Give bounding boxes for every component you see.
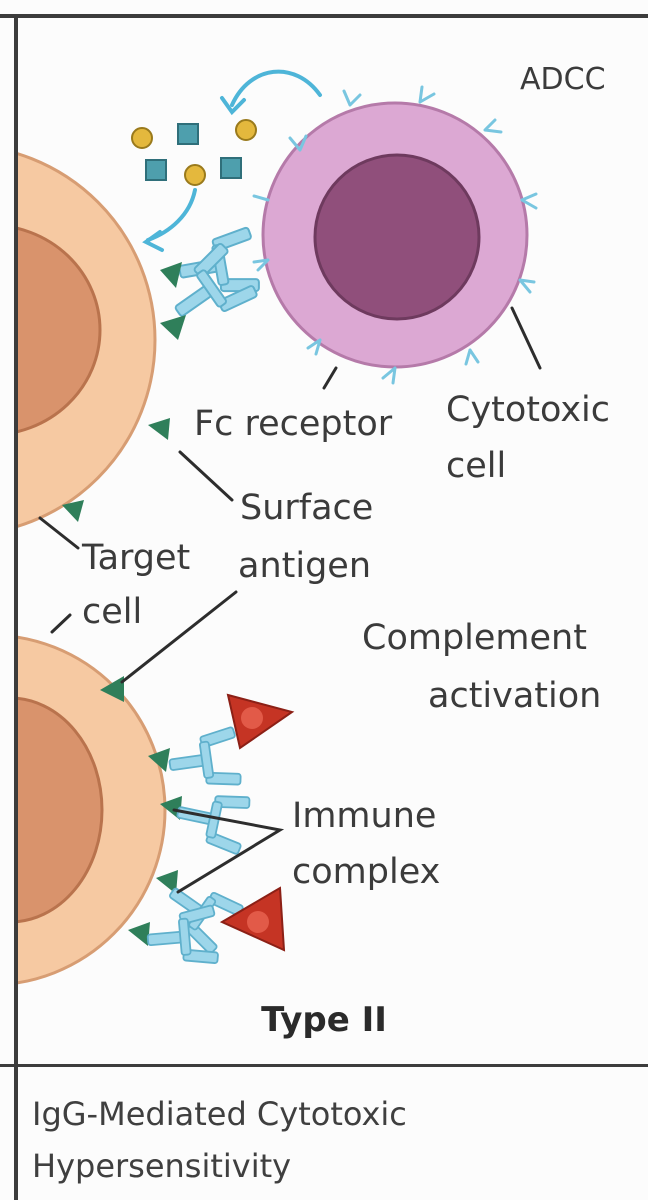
complement-activation-label-line1: Complement <box>362 618 587 658</box>
immune-complex-label-line1: Immune <box>292 796 437 836</box>
caption-line1: IgG-Mediated Cytotoxic <box>32 1095 407 1133</box>
cytotoxic-cell-label-line1: Cytotoxic <box>446 390 611 430</box>
caption-divider <box>0 1064 648 1067</box>
target-cell-label-line2: cell <box>82 592 143 632</box>
adcc-label: ADCC <box>520 62 606 97</box>
left-border <box>14 14 18 1200</box>
immune-complex-label-line2: complex <box>292 852 441 892</box>
target-cell-label-line1: Target <box>82 538 191 578</box>
cytotoxic-cell <box>261 101 529 369</box>
cytotoxic-cell-label-line2: cell <box>446 446 507 486</box>
target-cell-upper <box>18 152 157 528</box>
cytotoxic-granules <box>131 119 257 186</box>
surface-antigen-label-line2: antigen <box>238 546 372 586</box>
fc-receptor-label: Fc receptor <box>194 404 393 444</box>
surface-antigens-lower <box>100 676 182 946</box>
label-leader-lines <box>38 306 542 894</box>
caption-line2: Hypersensitivity <box>32 1147 292 1185</box>
secretion-arrows <box>142 69 322 252</box>
panel-title: Type II <box>261 1000 387 1040</box>
top-border <box>0 14 648 18</box>
fc-receptor-spikes <box>252 85 538 385</box>
complement-activation-label-line2: activation <box>428 676 602 716</box>
target-cell-lower <box>18 635 167 985</box>
complement-fragments <box>219 693 295 952</box>
surface-antigen-label-line1: Surface <box>240 488 374 528</box>
caption: IgG-Mediated Cytotoxic Hypersensitivity <box>32 1088 407 1192</box>
surface-antigens-upper <box>62 262 186 522</box>
